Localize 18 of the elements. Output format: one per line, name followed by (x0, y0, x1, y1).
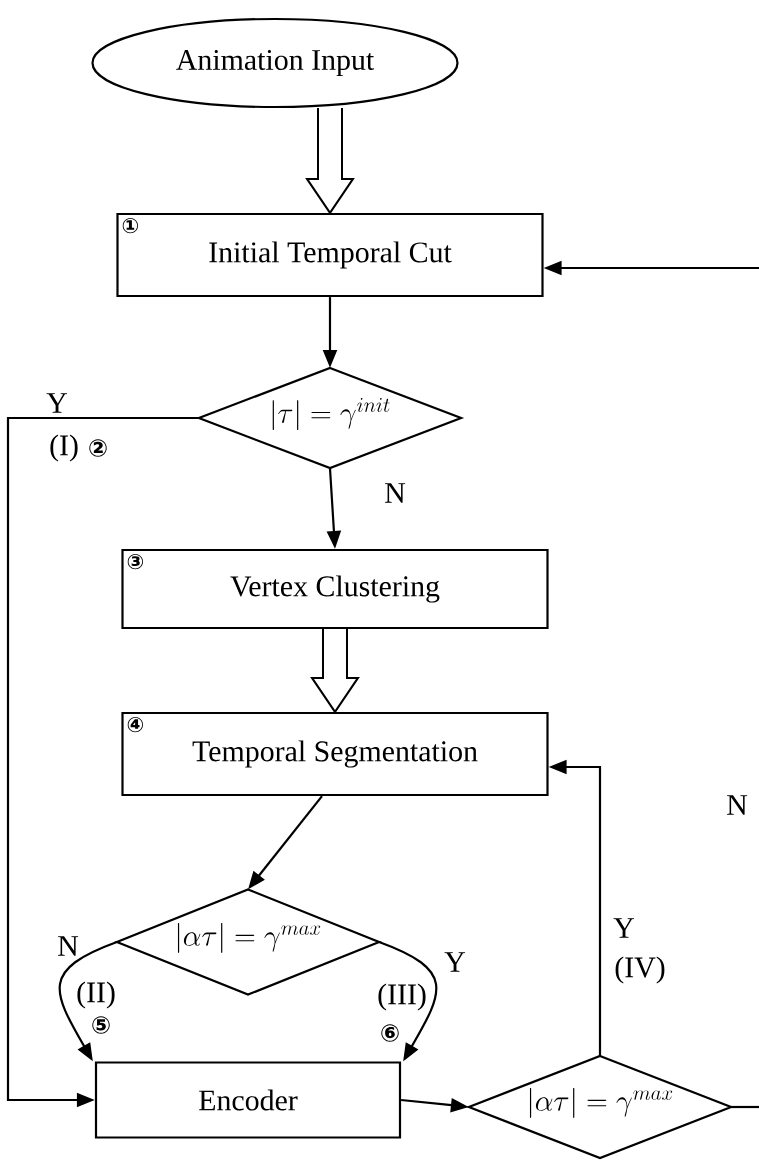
branch-label: (I) (50, 434, 78, 462)
branch-label: (II) (77, 981, 115, 1009)
edge-label: Y (45, 392, 69, 414)
process-box: Encoder (94, 1061, 402, 1139)
edge-label: Y (443, 951, 467, 973)
process-box: Vertex Clustering ③ (121, 548, 549, 630)
step-number: ② (89, 439, 107, 457)
edge-label: Y (612, 917, 636, 939)
process-box: Initial Temporal Cut ① (116, 212, 544, 298)
step-number: ⑥ (381, 1024, 399, 1042)
hollow-arrow (310, 628, 360, 714)
branch-label: N (727, 795, 748, 815)
step-number: ⑤ (92, 1016, 110, 1034)
branch-label: (IV) (615, 956, 665, 984)
edge-label: N (383, 482, 407, 504)
edge-label: N (56, 935, 80, 957)
process-box: Temporal Segmentation ④ (121, 711, 549, 797)
hollow-arrow (305, 107, 355, 215)
